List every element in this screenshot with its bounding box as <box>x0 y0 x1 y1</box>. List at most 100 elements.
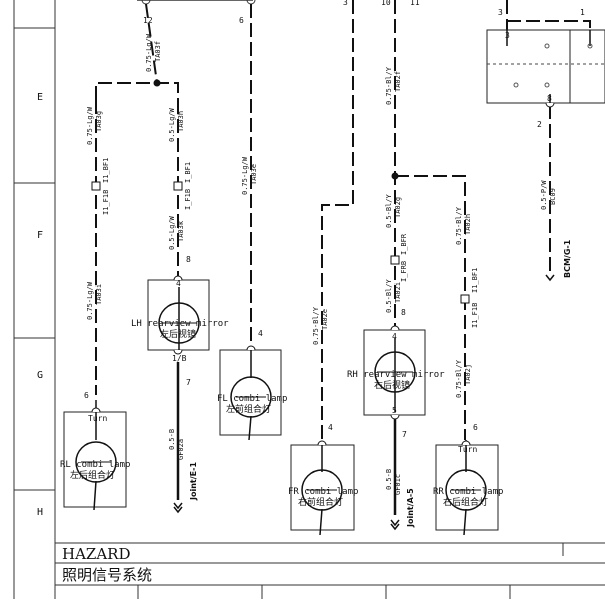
wire-label-w7-code: TA02f <box>394 71 402 92</box>
wire-label-w11-code: TA02e <box>321 309 329 330</box>
wire-label-w4-spec: 0.75-Lg/W <box>241 156 249 195</box>
fr-lamp-label-cn: 右前组合灯 <box>298 496 343 508</box>
wire-label-w6-spec: 0.75-Lg/W <box>86 281 94 320</box>
rl-lamp <box>63 400 127 511</box>
splice-s3-label-b: I_FRB <box>400 261 408 282</box>
wire-label-w8-code: TA02g <box>394 197 402 218</box>
joint-e1-label: Joint/E-1 <box>189 462 198 501</box>
pin-11-top: 11 <box>410 0 420 7</box>
wire-label-w9-code: TA02h <box>464 214 472 235</box>
bcm-pin-b: 8 <box>547 94 552 103</box>
wire-label-w3-code: TA03h <box>177 111 185 132</box>
fl-lamp-label-en: FL combi lamp <box>217 394 287 404</box>
lh-mirror <box>147 275 210 355</box>
rh-mirror-pin-in: 8 <box>401 308 406 317</box>
lh-mirror-pin-in: 8 <box>186 255 191 264</box>
rh-mirror-pin-bottom: 5 <box>392 406 397 415</box>
joint-a5-label: Joint/A-5 <box>406 488 415 528</box>
connector-markers <box>173 274 555 531</box>
fr-lamp <box>290 440 355 536</box>
rl-lamp-label-cn: 左后组合灯 <box>70 469 115 481</box>
rr-lamp-label-cn: 右后组合灯 <box>443 496 488 508</box>
splice-s3: I_BFR I_FRB <box>390 233 408 282</box>
rh-mirror-pin-out: 7 <box>402 430 407 439</box>
rr-lamp-pin: 6 <box>473 423 478 432</box>
splice-s1-label-a: I1_BF1 <box>102 158 110 183</box>
fl-lamp <box>219 345 282 441</box>
pin-10-top: 10 <box>381 0 391 7</box>
row-label-h: H <box>37 507 43 518</box>
rr-lamp <box>435 440 499 536</box>
title-chinese: 照明信号系统 <box>62 566 152 584</box>
splice-s4: I1_BF1 I1_F1B <box>460 268 479 328</box>
wire-label-w10-spec: 0.5-Bl/Y <box>385 278 393 313</box>
row-label-f: F <box>37 230 43 241</box>
fl-lamp-pin: 4 <box>258 329 263 338</box>
wire-labels: 0.75-Lg/W TA03f 0.75-Lg/W TA03g 0.5-Lg/W… <box>86 33 557 495</box>
splice-s2-label-a: I_BF1 <box>184 162 192 183</box>
wire-label-w7-spec: 0.75-Bl/Y <box>385 66 393 105</box>
wire-label-w13-spec: 0.5-P/W <box>540 180 548 210</box>
title-block <box>55 542 605 599</box>
bcm-pin-c: 2 <box>537 120 542 129</box>
wire-label-w14-spec: 0.5-B <box>168 429 176 450</box>
lh-mirror-pin-top: 4 <box>176 279 181 288</box>
rh-mirror-pin-top: 4 <box>392 332 397 341</box>
rh-mirror-label-en: RH rearview mirror <box>347 370 445 380</box>
lh-mirror-label-en: LH rearview mirror <box>131 319 229 329</box>
wire-label-w5-spec: 0.5-Lg/W <box>168 215 176 250</box>
pin-1-bcm-top: 1 <box>580 8 585 17</box>
bcm-g1-label: BCM/G-1 <box>563 239 572 278</box>
junction-dot-left <box>153 79 161 87</box>
wire-label-w1-spec: 0.75-Lg/W <box>145 33 153 72</box>
wire-label-w11-spec: 0.75-Bl/Y <box>312 306 320 345</box>
pin-3-bcm-top: 3 <box>498 8 503 17</box>
wire-label-w14-code: GF02a <box>177 439 185 460</box>
wire-label-w12-spec: 0.75-Bl/Y <box>455 359 463 398</box>
splice-s2-label-b: I_F1B <box>184 189 192 210</box>
fr-lamp-pin: 4 <box>328 423 333 432</box>
splice-s1: I1_BF1 I1_F1B <box>91 158 110 215</box>
row-label-e: E <box>37 92 43 103</box>
wire-label-w8-spec: 0.5-Bl/Y <box>385 193 393 228</box>
wire-label-w2-spec: 0.75-Lg/W <box>86 106 94 145</box>
rl-lamp-tag: Turn <box>88 414 107 423</box>
ground-wires <box>176 362 397 515</box>
lh-mirror-pin-bottom: 7 <box>186 378 191 387</box>
rl-lamp-pin: 6 <box>84 391 89 400</box>
bcm-module <box>486 29 605 108</box>
junction-dot-right <box>391 172 399 180</box>
row-label-g: G <box>37 370 43 381</box>
wire-label-w15-code: GF01c <box>394 474 402 495</box>
wire-label-w12-code: TA02j <box>464 364 472 385</box>
rr-lamp-label-en: RR combi lamp <box>433 487 503 497</box>
splice-s1-label-b: I1_F1B <box>102 190 110 215</box>
splice-s3-label-a: I_BFR <box>400 233 408 255</box>
splice-s2: I_BF1 I_F1B <box>173 162 192 210</box>
wire-label-w9-spec: 0.75-Bl/Y <box>455 206 463 245</box>
rr-lamp-tag: Turn <box>458 445 477 454</box>
lh-mirror-pin-mid: 1/B <box>172 354 187 363</box>
wire-label-w2-code: TA03g <box>95 111 103 132</box>
bcm-pin-a: 3 <box>505 31 510 40</box>
pin-6-top: 6 <box>239 16 244 25</box>
wires <box>95 0 591 445</box>
wire-label-w13-code: BC09 <box>549 188 557 205</box>
rh-mirror <box>363 325 426 420</box>
rl-lamp-label-en: RL combi lamp <box>60 460 130 470</box>
wire-label-w3-spec: 0.5-Lg/W <box>168 107 176 142</box>
frame <box>13 0 56 599</box>
wire-label-w4-code: TA03e <box>250 164 258 185</box>
pin-12: 12 <box>143 16 153 25</box>
pin-3-top: 3 <box>343 0 348 7</box>
wire-label-w1-code: TA03f <box>154 41 162 62</box>
fl-lamp-label-cn: 左前组合灯 <box>226 403 271 415</box>
wire-label-w15-spec: 0.5-B <box>385 469 393 490</box>
wire-label-w10-code: TA02i <box>394 282 402 303</box>
splice-s4-label-b: I1_F1B <box>471 303 479 328</box>
title-english: HAZARD <box>62 545 131 563</box>
top-connector <box>137 0 256 5</box>
rh-mirror-label-cn: 右后视镜 <box>374 379 410 391</box>
